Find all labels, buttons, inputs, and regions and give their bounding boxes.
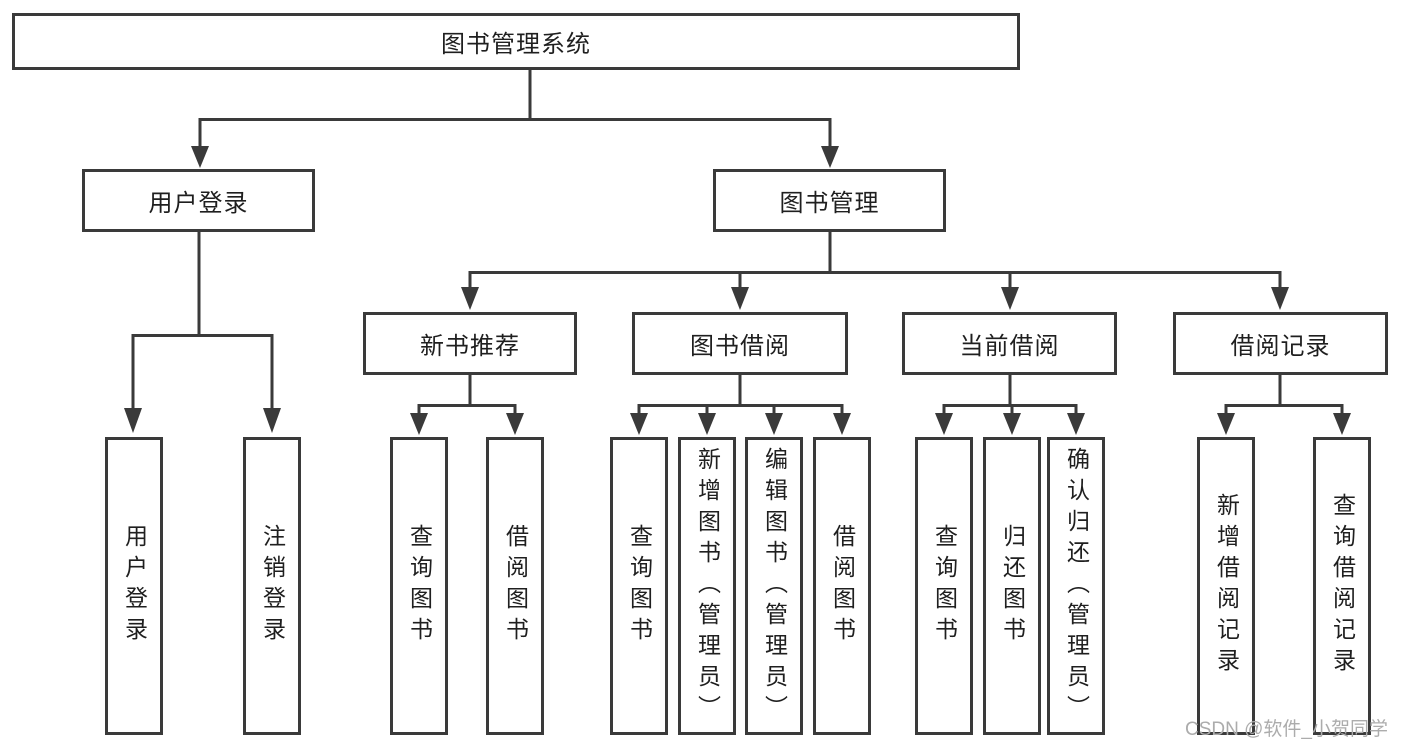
leaf-return-books-label: 归还图书 [999,524,1026,648]
node-new-book-recommend-label: 新书推荐 [420,333,520,360]
leaf-add-borrow-record: 新增借阅记录 [1197,437,1255,735]
node-user-login-label: 用户登录 [148,190,249,217]
leaf-query-books-1: 查询图书 [390,437,448,735]
node-borrowing-records-label: 借阅记录 [1230,333,1331,360]
leaf-add-books-admin: 新增图书（管理员） [678,437,736,735]
node-book-management: 图书管理 [713,169,946,232]
leaf-edit-books-admin-label: 编辑图书（管理员） [761,446,788,726]
leaf-query-books-3: 查询图书 [915,437,973,735]
leaf-return-books: 归还图书 [983,437,1041,735]
leaf-add-books-admin-label: 新增图书（管理员） [694,446,721,726]
leaf-user-login: 用户登录 [105,437,163,735]
node-borrowing-records: 借阅记录 [1173,312,1388,375]
node-new-book-recommend: 新书推荐 [363,312,577,375]
leaf-borrow-books-2: 借阅图书 [813,437,871,735]
node-book-management-label: 图书管理 [779,190,880,217]
node-user-login: 用户登录 [82,169,315,232]
node-book-borrowing-label: 图书借阅 [690,333,790,360]
leaf-query-borrow-record-label: 查询借阅记录 [1329,493,1356,679]
leaf-borrow-books-1-label: 借阅图书 [502,524,529,648]
leaf-query-books-3-label: 查询图书 [931,524,958,648]
leaf-query-books-2-label: 查询图书 [626,524,653,648]
node-current-borrowing: 当前借阅 [902,312,1117,375]
leaf-borrow-books-1: 借阅图书 [486,437,544,735]
leaf-user-login-label: 用户登录 [121,524,148,648]
node-root-label: 图书管理系统 [441,31,591,58]
connector-lines [131,70,1344,414]
leaf-query-borrow-record: 查询借阅记录 [1313,437,1371,735]
leaf-edit-books-admin: 编辑图书（管理员） [745,437,803,735]
leaf-add-borrow-record-label: 新增借阅记录 [1213,493,1240,679]
node-current-borrowing-label: 当前借阅 [959,333,1060,360]
leaf-confirm-return-admin: 确认归还（管理员） [1047,437,1105,735]
node-book-borrowing: 图书借阅 [632,312,848,375]
arrowheads [124,146,1351,435]
leaf-logout-label: 注销登录 [259,524,286,648]
leaf-query-books-1-label: 查询图书 [406,524,433,648]
leaf-logout: 注销登录 [243,437,301,735]
leaf-borrow-books-2-label: 借阅图书 [829,524,856,648]
csdn-watermark: CSDN @软件_小贺同学 [1185,719,1388,740]
leaf-confirm-return-admin-label: 确认归还（管理员） [1063,446,1090,726]
leaf-query-books-2: 查询图书 [610,437,668,735]
node-root: 图书管理系统 [12,13,1020,70]
